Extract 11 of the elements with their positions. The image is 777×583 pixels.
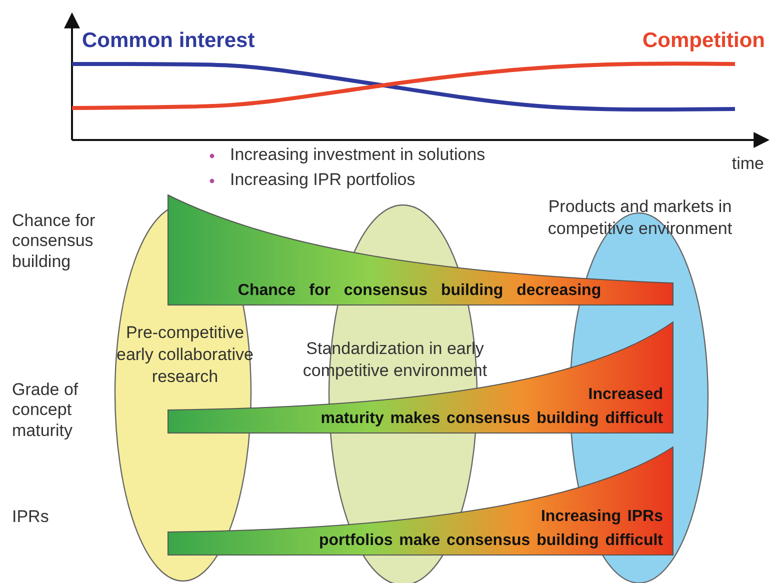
wedge-label: Chance for consensus building decreasing bbox=[236, 281, 602, 301]
bullet-text: Increasing investment in solutions bbox=[230, 145, 486, 166]
wedge-label: Increased maturity makes consensus building difficult bbox=[320, 385, 663, 429]
wedge-label: Increasing IPRs portfolios make consensus building difficult bbox=[318, 507, 663, 551]
row-label: IPRs bbox=[12, 507, 50, 528]
axis-label: time bbox=[730, 154, 764, 174]
bullet-text: Increasing IPR portfolios bbox=[230, 170, 416, 190]
row-label: Grade of concept maturity bbox=[12, 380, 80, 442]
row-label: Chance for consensus building bbox=[12, 211, 96, 272]
series-label: Common interest bbox=[82, 28, 256, 54]
series-label: Competition bbox=[642, 28, 765, 54]
